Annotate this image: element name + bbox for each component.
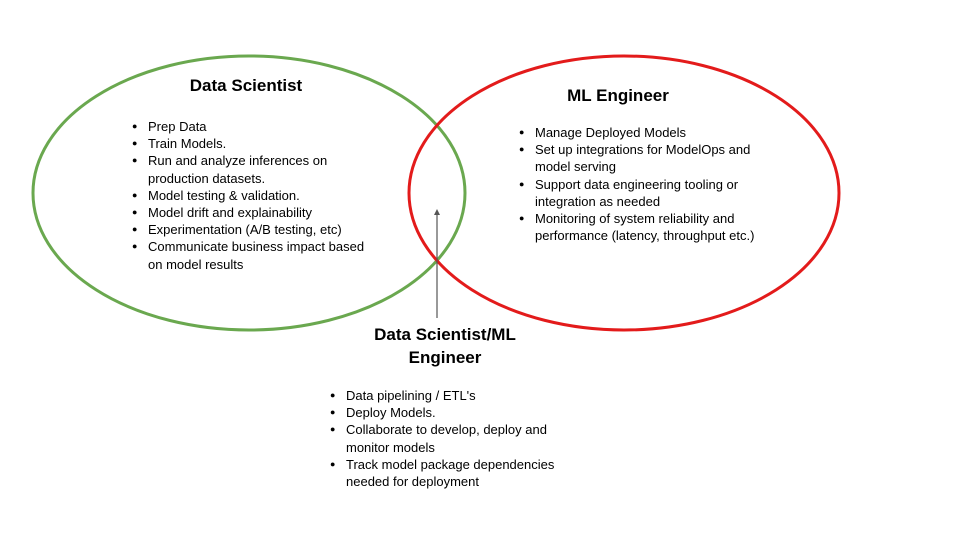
list-item: Set up integrations for ModelOps and mod… — [519, 141, 769, 175]
list-item: Support data engineering tooling or inte… — [519, 176, 769, 210]
list-item: Communicate business impact based on mod… — [132, 238, 372, 272]
list-item: Run and analyze inferences on production… — [132, 152, 372, 186]
list-item: Manage Deployed Models — [519, 124, 769, 141]
ml-engineer-circle — [407, 54, 841, 332]
shared-title: Data Scientist/ML Engineer — [374, 325, 516, 367]
data-scientist-circle — [31, 54, 467, 332]
list-item: Experimentation (A/B testing, etc) — [132, 221, 372, 238]
ml-engineer-list: Manage Deployed Models Set up integratio… — [519, 124, 769, 244]
data-scientist-list: Prep Data Train Models. Run and analyze … — [132, 118, 372, 273]
ml-engineer-title: ML Engineer — [567, 86, 669, 105]
list-item: Track model package dependencies needed … — [330, 456, 590, 490]
list-item: Deploy Models. — [330, 404, 590, 421]
list-item: Data pipelining / ETL's — [330, 387, 590, 404]
list-item: Prep Data — [132, 118, 372, 135]
list-item: Train Models. — [132, 135, 372, 152]
list-item: Model testing & validation. — [132, 187, 372, 204]
data-scientist-title: Data Scientist — [189, 76, 303, 95]
shared-list: Data pipelining / ETL's Deploy Models. C… — [330, 387, 590, 490]
list-item: Collaborate to develop, deploy and monit… — [330, 421, 590, 455]
list-item: Monitoring of system reliability and per… — [519, 210, 769, 244]
list-item: Model drift and explainability — [132, 204, 372, 221]
